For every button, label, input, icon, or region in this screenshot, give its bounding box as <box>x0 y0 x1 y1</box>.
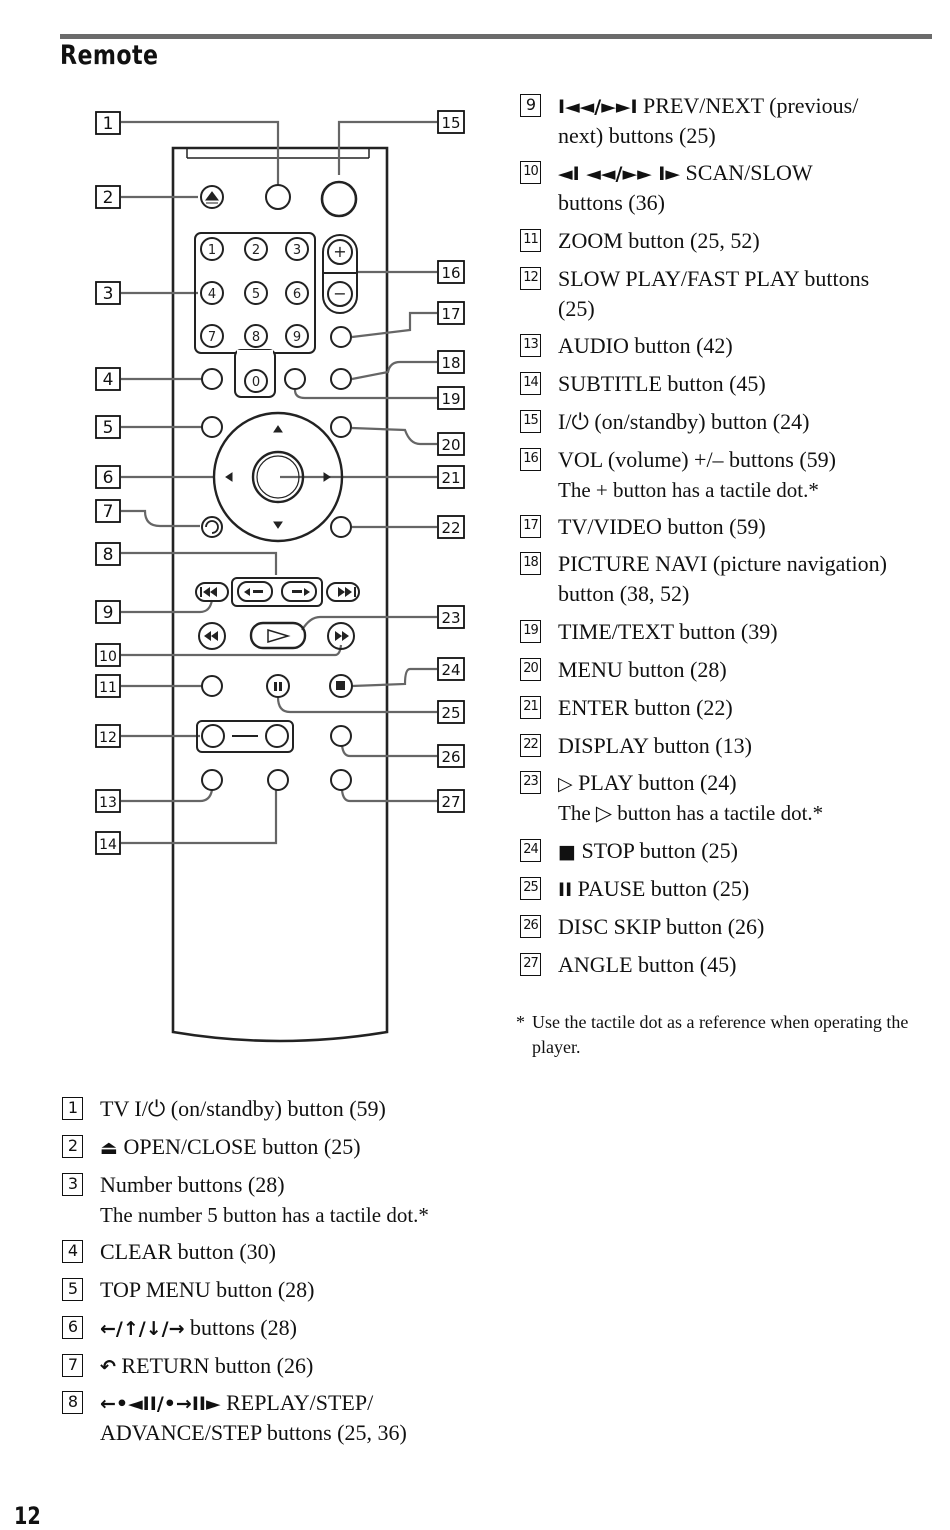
picture-navi-button <box>330 368 352 390</box>
callout-9: 9 <box>103 603 114 623</box>
callout-27: 27 <box>441 793 460 811</box>
eject-button <box>200 185 224 209</box>
num-key-9: 9 <box>293 330 301 345</box>
vol-minus-label: − <box>333 284 346 303</box>
power-button <box>320 180 358 218</box>
angle-button <box>330 769 352 791</box>
enter-button <box>251 450 305 504</box>
step-buttons-frame <box>231 577 323 607</box>
disc-skip-button <box>330 725 352 747</box>
zoom-button <box>201 675 223 697</box>
clear-button <box>201 368 223 390</box>
subtitle-button <box>267 769 289 791</box>
display-button <box>330 516 352 538</box>
vol-plus-label: + <box>333 242 346 261</box>
stop-glyph: ■ <box>558 841 576 863</box>
scan-forward-button <box>327 622 355 650</box>
callout-15: 15 <box>441 114 460 132</box>
audio-button <box>201 769 223 791</box>
remote-body <box>171 146 389 1043</box>
section-rule <box>60 34 932 39</box>
callout-12: 12 <box>99 730 117 746</box>
callout-boxes: 1 2 3 4 5 6 7 8 9 10 11 12 13 14 15 16 1… <box>95 110 465 855</box>
callout-5: 5 <box>103 418 114 438</box>
num-key-2: 2 <box>252 243 260 258</box>
tv-video-button <box>330 326 352 348</box>
callout-17: 17 <box>441 305 460 323</box>
callout-16: 16 <box>441 264 460 282</box>
callout-26: 26 <box>441 748 460 766</box>
prev-next-glyph: I◄◄/►►I <box>558 96 638 118</box>
callout-21: 21 <box>441 469 460 487</box>
legend-right: 9 I◄◄/►►I PREV/NEXT (previous/ next) but… <box>520 91 940 991</box>
tv-power-button <box>265 184 291 210</box>
callout-6: 6 <box>103 468 114 488</box>
callout-3: 3 <box>103 284 114 304</box>
callout-4: 4 <box>103 370 114 390</box>
num-key-0: 0 <box>252 375 260 390</box>
slow-fast-frame <box>196 720 294 753</box>
scan-back-button <box>198 622 226 650</box>
page-title: Remote <box>60 40 159 71</box>
callout-22: 22 <box>441 519 460 537</box>
callout-10: 10 <box>99 649 117 665</box>
number-buttons <box>200 237 309 393</box>
legend-left: 1 TV I/⏻ (on/standby) button (59) 2 ⏏ OP… <box>62 1094 502 1454</box>
callout-8: 8 <box>103 545 114 565</box>
callout-24: 24 <box>441 661 460 679</box>
pause-button <box>266 674 290 698</box>
direction-pad <box>212 411 344 543</box>
callout-19: 19 <box>441 390 460 408</box>
stop-button <box>329 674 353 698</box>
return-button <box>201 516 223 538</box>
callout-23: 23 <box>441 609 460 627</box>
volume-rocker <box>322 234 358 314</box>
pause-glyph: II <box>558 879 573 901</box>
callout-11: 11 <box>99 680 117 696</box>
next-button <box>326 582 360 602</box>
num-key-3: 3 <box>293 243 301 258</box>
callout-7: 7 <box>103 502 114 522</box>
page-number: 12 <box>14 1502 41 1530</box>
callout-2: 2 <box>103 188 114 208</box>
replay-advance-glyph: ←•◄II/•→II► <box>100 1393 221 1415</box>
scan-slow-glyph: ◄I ◄◄/►► I► <box>558 163 680 185</box>
arrow-keys-glyph: ←/↑/↓/→ <box>100 1318 185 1340</box>
num-key-8: 8 <box>252 330 260 345</box>
num-key-6: 6 <box>293 287 301 302</box>
callout-14: 14 <box>99 837 117 853</box>
num-key-1: 1 <box>208 243 216 258</box>
num-key-7: 7 <box>208 330 216 345</box>
num-key-4: 4 <box>208 287 216 302</box>
prev-button <box>195 582 229 602</box>
callout-18: 18 <box>441 354 460 372</box>
return-glyph: ↶ <box>100 1356 116 1378</box>
play-glyph: ▷ <box>558 773 573 795</box>
time-text-button <box>284 368 306 390</box>
eject-glyph: ⏏ <box>100 1137 118 1159</box>
num-key-5: 5 <box>252 287 260 302</box>
top-menu-button <box>201 416 223 438</box>
play-button <box>249 621 307 650</box>
leader-lines <box>121 120 437 845</box>
callout-20: 20 <box>441 436 460 454</box>
menu-button <box>330 416 352 438</box>
callout-25: 25 <box>441 704 460 722</box>
callout-1: 1 <box>103 114 114 134</box>
callout-13: 13 <box>99 795 117 811</box>
